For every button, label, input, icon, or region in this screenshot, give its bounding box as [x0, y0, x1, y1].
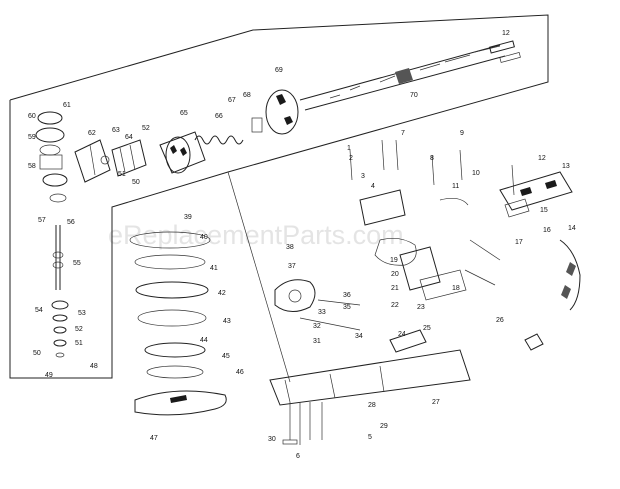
part-label: 56 [67, 219, 75, 226]
part-label: 5 [368, 434, 372, 441]
part-label: 19 [390, 257, 398, 264]
shaft-assembly-drawing [35, 40, 521, 358]
part-label: 28 [368, 402, 376, 409]
part-label: 65 [180, 110, 188, 117]
part-label: 44 [200, 337, 208, 344]
part-label: 58 [28, 163, 36, 170]
part-label: 69 [275, 67, 283, 74]
part-label: 20 [391, 271, 399, 278]
part-label: 18 [452, 285, 460, 292]
part-label: 52 [75, 326, 83, 333]
part-label: 15 [540, 207, 548, 214]
part-label: 23 [417, 304, 425, 311]
part-label: 32 [313, 323, 321, 330]
part-label: 48 [90, 363, 98, 370]
part-label: 37 [288, 263, 296, 270]
part-label: 21 [391, 285, 399, 292]
part-label: 33 [318, 309, 326, 316]
part-label: 54 [35, 307, 43, 314]
part-label: 42 [218, 290, 226, 297]
part-label: 1 [347, 145, 351, 152]
part-label: 51 [118, 171, 126, 178]
part-label: 8 [430, 155, 434, 162]
part-label: 50 [132, 179, 140, 186]
subassembly-frame [9, 14, 549, 383]
part-label: 45 [222, 353, 230, 360]
part-label: 35 [343, 304, 351, 311]
part-label: 41 [210, 265, 218, 272]
part-label: 7 [401, 130, 405, 137]
part-label: 67 [228, 97, 236, 104]
part-label: 62 [88, 130, 96, 137]
part-label: 49 [45, 372, 53, 379]
frame-parts-drawing [129, 231, 227, 416]
part-label: 60 [28, 113, 36, 120]
part-label: 57 [38, 217, 46, 224]
part-label: 31 [313, 338, 321, 345]
part-label: 50 [33, 350, 41, 357]
center-assembly-drawing [269, 139, 471, 445]
part-label: 64 [125, 134, 133, 141]
part-label: 30 [268, 436, 276, 443]
part-label: 9 [460, 130, 464, 137]
part-label: 43 [223, 318, 231, 325]
part-label: 59 [28, 134, 36, 141]
part-label: 26 [496, 317, 504, 324]
part-label: 70 [410, 92, 418, 99]
part-label: 6 [296, 453, 300, 460]
watermark-text: eReplacementParts.com [108, 220, 404, 250]
part-label: 53 [78, 310, 86, 317]
part-label: 51 [75, 340, 83, 347]
part-label: 12 [538, 155, 546, 162]
right-assembly-drawing [431, 149, 581, 351]
part-label: 38 [286, 244, 294, 251]
part-label: 25 [423, 325, 431, 332]
part-label: 16 [543, 227, 551, 234]
part-label: 17 [515, 239, 523, 246]
part-label: 10 [472, 170, 480, 177]
part-label: 61 [63, 102, 71, 109]
part-label: 4 [371, 183, 375, 190]
part-label: 12 [502, 30, 510, 37]
part-label: 14 [568, 225, 576, 232]
part-label: 22 [391, 302, 399, 309]
part-label: 36 [343, 292, 351, 299]
part-label: 3 [361, 173, 365, 180]
part-label: 34 [355, 333, 363, 340]
part-label: 11 [452, 183, 459, 190]
part-label: 66 [215, 113, 223, 120]
part-label: 47 [150, 435, 158, 442]
part-number-labels: 60 61 59 62 63 64 52 65 66 67 68 69 70 1… [28, 30, 576, 460]
part-label: 63 [112, 127, 120, 134]
part-label: 27 [432, 399, 440, 406]
part-label: 68 [243, 92, 251, 99]
part-label: 40 [200, 234, 208, 241]
part-label: 46 [236, 369, 244, 376]
part-label: 13 [562, 163, 570, 170]
part-label: 52 [142, 125, 150, 132]
part-label: 2 [349, 155, 353, 162]
part-label: 55 [73, 260, 81, 267]
part-label: 39 [184, 214, 192, 221]
part-label: 24 [398, 331, 406, 338]
part-label: 29 [380, 423, 388, 430]
